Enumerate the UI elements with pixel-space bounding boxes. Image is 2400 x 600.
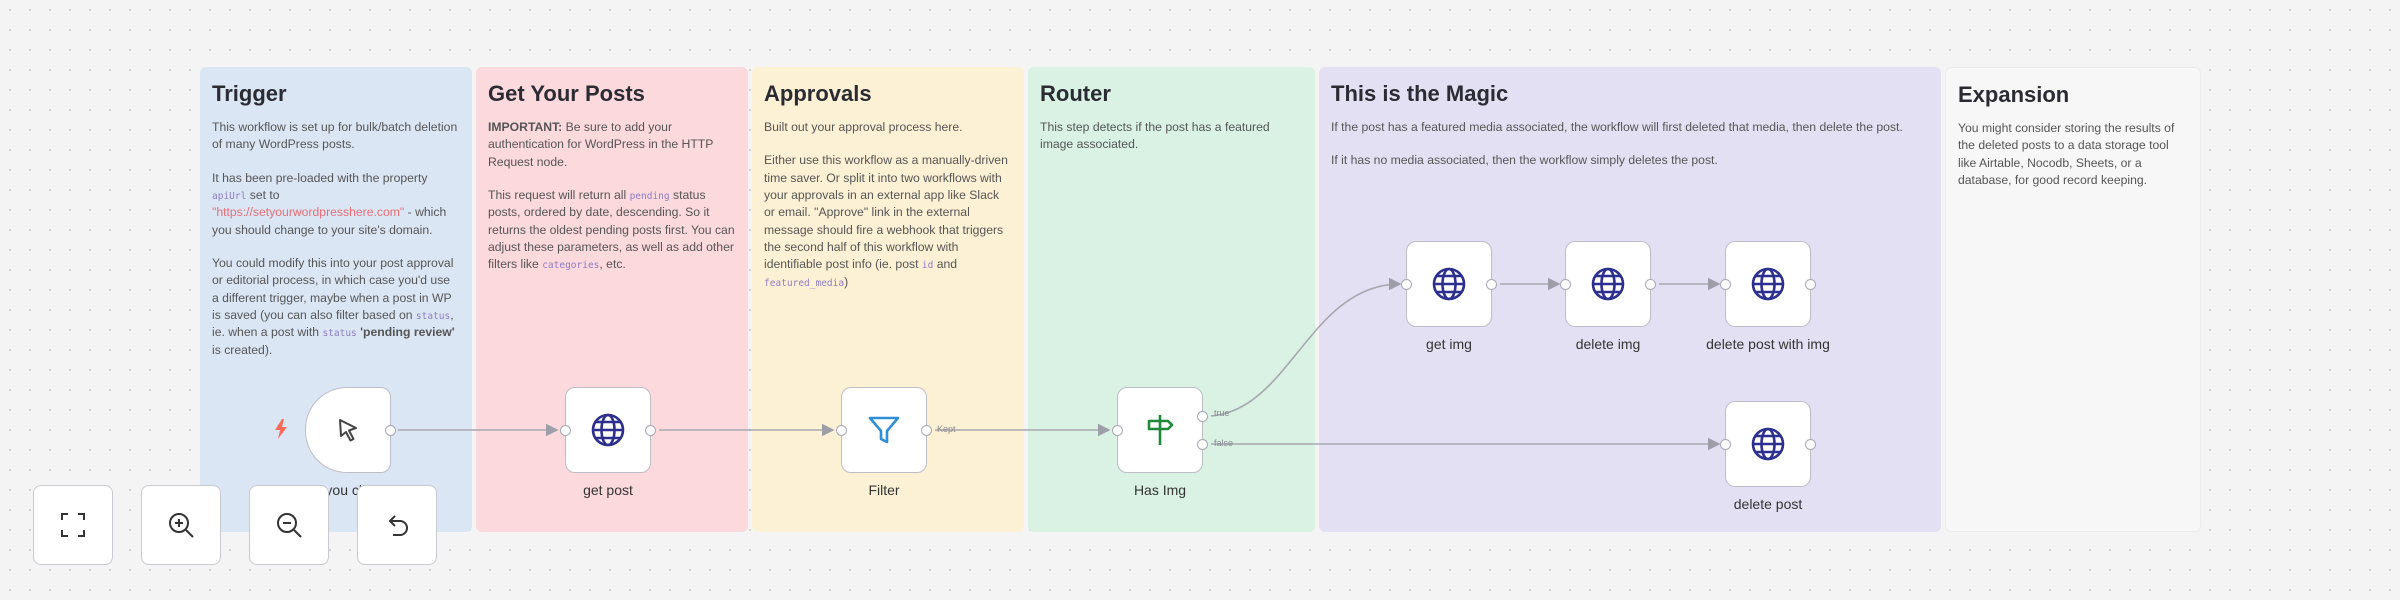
node-label: delete img [1575,336,1641,352]
domain-link[interactable]: "https://setyourwordpresshere.com" [212,205,405,220]
cursor-click-icon [339,419,357,442]
node-delete-post[interactable] [1720,401,1816,487]
output-port[interactable] [1645,279,1656,290]
section-expansion: Expansion You might consider storing the… [1945,67,2201,532]
fit-view-button[interactable] [33,485,113,565]
node-label: Filter [868,482,900,498]
globe-icon [1751,267,1785,301]
input-port[interactable] [1720,279,1731,290]
zoom-out-icon [277,513,302,538]
output-port[interactable] [921,425,932,436]
node-label: get img [1426,336,1472,352]
node-get-img[interactable] [1401,241,1497,327]
section-text: You might consider storing the results o… [1958,121,2175,187]
input-port[interactable] [1112,425,1123,436]
zoom-in-button[interactable] [141,485,221,565]
undo-icon [388,515,408,536]
section-title: Get Your Posts [488,81,645,106]
node-trigger[interactable] [305,387,396,473]
edge-label-false: false [1214,438,1234,448]
globe-icon [1432,267,1466,301]
node-delete-img[interactable] [1560,241,1656,327]
output-port-false[interactable] [1197,439,1208,450]
globe-icon [591,413,625,447]
signpost-router-icon [1147,415,1174,445]
output-port-true[interactable] [1197,411,1208,422]
output-port[interactable] [645,425,656,436]
section-text: Built out your approval process here. Ei… [764,120,1008,289]
node-label: get post [583,482,633,498]
zoom-in-icon [169,513,194,538]
globe-icon [1751,427,1785,461]
output-port[interactable] [1486,279,1497,290]
fit-view-icon [61,513,85,537]
output-port[interactable] [385,425,396,436]
section-text: If the post has a featured media associa… [1331,120,1903,168]
input-port[interactable] [1401,279,1412,290]
edge-label-kept: Kept [937,424,956,434]
section-title: Trigger [212,81,287,106]
node-label: Has Img [1133,482,1187,498]
undo-button[interactable] [357,485,437,565]
section-title: Router [1040,81,1111,106]
edge-label-true: true [1214,408,1230,418]
section-text: This workflow is set up for bulk/batch d… [212,120,458,357]
section-title: This is the Magic [1331,81,1509,106]
node-get-post[interactable] [560,387,656,473]
section-trigger: Trigger This workflow is set up for bulk… [200,67,472,532]
node-label: delete post with img [1706,336,1830,352]
zoom-out-button[interactable] [249,485,329,565]
input-port[interactable] [836,425,847,436]
trigger-bolt-icon [275,419,287,439]
input-port[interactable] [1720,439,1731,450]
output-port[interactable] [1805,279,1816,290]
node-filter[interactable] [836,387,932,473]
section-text: IMPORTANT: Be sure to add your authentic… [488,120,735,272]
globe-icon [1591,267,1625,301]
node-label: delete post [1733,496,1803,512]
node-has-img[interactable] [1112,387,1208,473]
section-title: Expansion [1958,82,2070,107]
section-text: This step detects if the post has a feat… [1040,120,1270,152]
section-title: Approvals [764,81,872,106]
input-port[interactable] [1560,279,1571,290]
node-delete-post-with-img[interactable] [1720,241,1816,327]
input-port[interactable] [560,425,571,436]
output-port[interactable] [1805,439,1816,450]
filter-funnel-icon [868,416,900,444]
